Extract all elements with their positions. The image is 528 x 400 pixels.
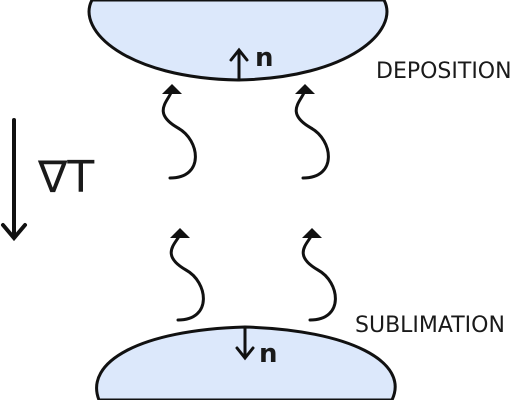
top-normal-label: n xyxy=(255,43,274,73)
vapor-arrow-upper-right xyxy=(294,84,330,180)
gradient-arrow xyxy=(1,118,27,242)
sublimation-label: SUBLIMATION xyxy=(355,313,505,338)
vapor-arrow-upper-left xyxy=(161,84,197,180)
top-normal-arrow xyxy=(229,47,249,82)
bottom-normal-arrow xyxy=(235,325,255,361)
vapor-arrow-lower-right xyxy=(301,228,337,322)
deposition-label: DEPOSITION xyxy=(376,59,512,84)
bottom-normal-label: n xyxy=(259,339,278,369)
gradient-label: ∇T xyxy=(37,152,94,203)
vapor-arrow-lower-left xyxy=(169,228,205,322)
